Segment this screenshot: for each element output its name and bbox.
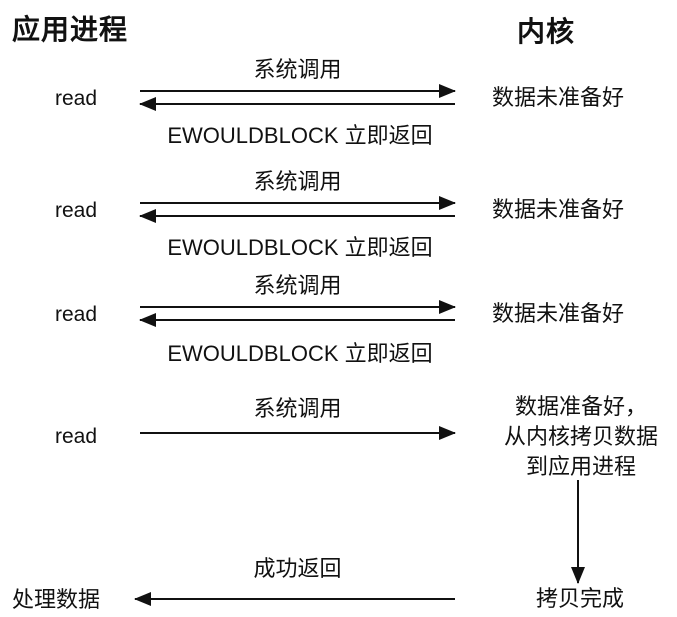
- data-ready-line: 到应用进程: [525, 454, 636, 479]
- syscall-arrow: [140, 196, 456, 210]
- success-return-arrow: [134, 592, 455, 606]
- read-label: read: [55, 303, 98, 326]
- return-arrow: [139, 313, 455, 327]
- data-ready-line: 从内核拷贝数据: [503, 424, 658, 449]
- ewouldblock-label: EWOULDBLOCK 立即返回: [167, 235, 433, 260]
- syscall-label: 系统调用: [253, 57, 342, 82]
- syscall-arrow: [140, 84, 456, 98]
- syscall-label: 系统调用: [253, 273, 342, 298]
- data-not-ready-label: 数据未准备好: [492, 85, 625, 110]
- data-not-ready-label: 数据未准备好: [492, 197, 625, 222]
- process-data-label: 处理数据: [12, 587, 101, 612]
- syscall-label: 系统调用: [253, 169, 342, 194]
- syscall-arrow: [140, 426, 456, 440]
- read-label: read: [55, 87, 98, 110]
- ewouldblock-label: EWOULDBLOCK 立即返回: [167, 341, 433, 366]
- return-arrow: [139, 97, 455, 111]
- app-process-title: 应用进程: [12, 14, 129, 45]
- syscall-arrow: [140, 300, 456, 314]
- return-arrow: [139, 209, 455, 223]
- kernel-title: 内核: [517, 16, 576, 47]
- success-return-label: 成功返回: [253, 556, 342, 581]
- copy-done-label: 拷贝完成: [535, 586, 624, 611]
- read-label: read: [55, 199, 98, 222]
- data-ready-label: 数据准备好， 从内核拷贝数据 到应用进程: [491, 392, 671, 482]
- data-ready-line: 数据准备好，: [514, 394, 647, 419]
- data-not-ready-label: 数据未准备好: [492, 301, 625, 326]
- copy-progress-arrow: [571, 480, 585, 584]
- ewouldblock-label: EWOULDBLOCK 立即返回: [167, 123, 433, 148]
- read-label: read: [55, 425, 98, 448]
- syscall-label: 系统调用: [253, 396, 342, 421]
